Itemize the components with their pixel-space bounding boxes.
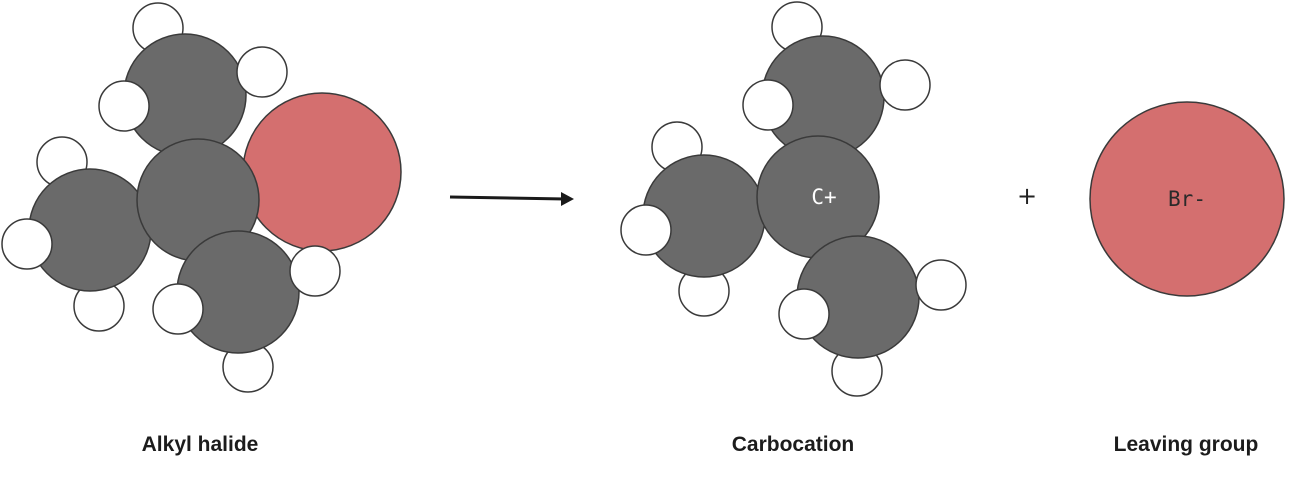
leaving-group-caption: Leaving group bbox=[1113, 433, 1259, 456]
hydrogen-atom bbox=[1, 218, 53, 270]
hydrogen-atom bbox=[152, 283, 204, 335]
hydrogen-atom bbox=[236, 46, 288, 98]
hydrogen-atom bbox=[98, 80, 150, 132]
alkyl-halide-molecule bbox=[1, 2, 402, 393]
hydrogen-atom bbox=[742, 79, 794, 131]
reaction-arrow bbox=[449, 192, 574, 206]
bromide-atom bbox=[1089, 101, 1285, 297]
bromide-atom-label: Br- bbox=[1168, 187, 1206, 211]
hydrogen-atom bbox=[778, 288, 830, 340]
carbocation-molecule: C+ bbox=[620, 1, 967, 397]
hydrogen-atom bbox=[289, 245, 341, 297]
carbocation-atom-label: C+ bbox=[811, 185, 836, 209]
bromide-ion: Br- bbox=[1089, 101, 1285, 297]
hydrogen-atom bbox=[879, 59, 931, 111]
plus-sign: + bbox=[1016, 182, 1038, 210]
reactant-caption: Alkyl halide bbox=[141, 433, 259, 456]
hydrogen-atom bbox=[915, 259, 967, 311]
carbocation-caption: Carbocation bbox=[731, 433, 855, 456]
bromine-atom bbox=[242, 92, 402, 252]
hydrogen-atom bbox=[620, 204, 672, 256]
